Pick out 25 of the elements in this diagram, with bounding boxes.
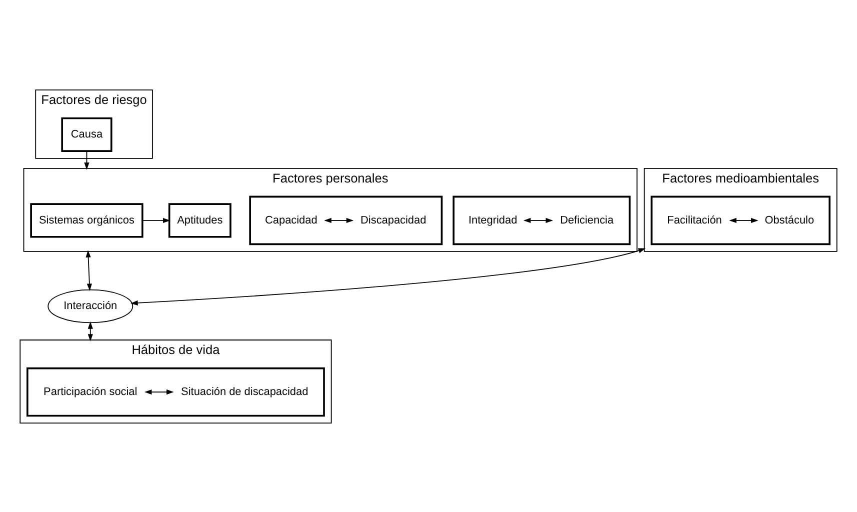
node-ellipse: Interacción (48, 288, 134, 323)
arrow (729, 217, 758, 223)
node-text: Obstáculo (764, 214, 814, 226)
arrow (324, 217, 354, 223)
node-box: Sistemas orgánicos (30, 202, 144, 238)
arrow (523, 217, 554, 223)
cluster (249, 195, 443, 245)
arrow (88, 321, 93, 341)
node-text: Discapacidad (360, 214, 426, 226)
arrow (130, 248, 646, 305)
arrow (144, 388, 174, 394)
cluster (26, 366, 325, 416)
arrow (142, 217, 170, 223)
node-text: Situación de discapacidad (181, 385, 308, 398)
arrow (86, 250, 92, 290)
node-text: Integridad (468, 214, 518, 226)
cluster (452, 195, 631, 245)
node-box: Aptitudes (168, 202, 232, 238)
node-text: Participación social (44, 385, 138, 398)
arrow (84, 150, 90, 170)
node-text: Facilitación (667, 214, 722, 226)
node-text: Deficiencia (560, 214, 614, 226)
node-text: Capacidad (265, 214, 318, 226)
node-box: Causa (61, 116, 112, 152)
cluster (650, 195, 830, 245)
